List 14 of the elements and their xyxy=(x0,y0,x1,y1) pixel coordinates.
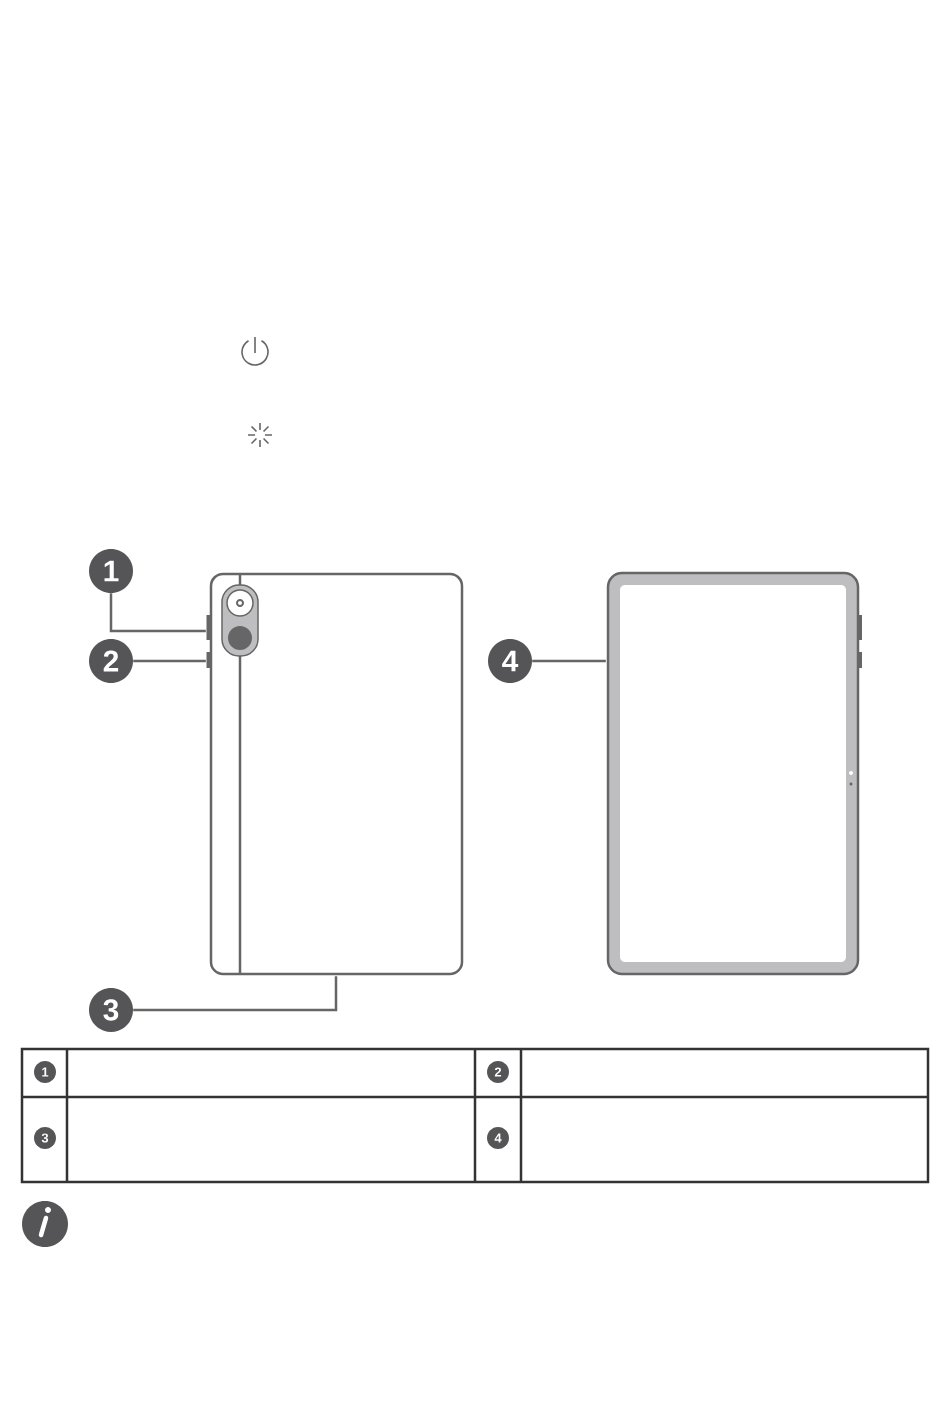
callout-number: 3 xyxy=(89,988,133,1032)
table-number: 3 xyxy=(34,1127,56,1149)
table-number: 4 xyxy=(487,1127,509,1149)
tablet-back-drawing xyxy=(206,572,464,976)
callout-number: 4 xyxy=(488,639,532,683)
leader-line xyxy=(133,976,338,1012)
leader-line xyxy=(109,593,206,633)
leader-line xyxy=(133,659,206,663)
callout-number: 2 xyxy=(89,639,133,683)
callout-number: 1 xyxy=(89,549,133,593)
table-number: 1 xyxy=(34,1061,56,1083)
leader-line xyxy=(532,659,606,663)
table-number: 2 xyxy=(487,1061,509,1083)
tablet-front-drawing xyxy=(606,571,862,976)
